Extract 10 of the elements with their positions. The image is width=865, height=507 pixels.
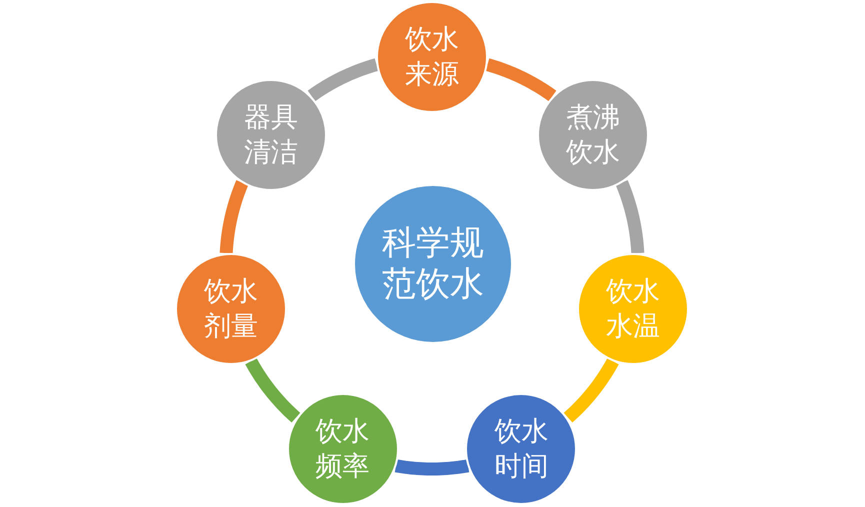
connector-arc	[245, 356, 301, 423]
circle-label: 饮水时间	[493, 414, 550, 484]
circle-label: 饮水水温	[604, 274, 661, 344]
circle-label: 饮水频率	[314, 414, 371, 484]
circle-label: 器具清洁	[242, 100, 299, 170]
connector-arc	[563, 356, 619, 423]
circle-label: 饮水剂量	[203, 274, 260, 344]
circle-label: 科学规范饮水	[381, 223, 485, 305]
circle-label: 饮水来源	[404, 23, 460, 92]
circle-label: 煮沸饮水	[565, 100, 622, 170]
